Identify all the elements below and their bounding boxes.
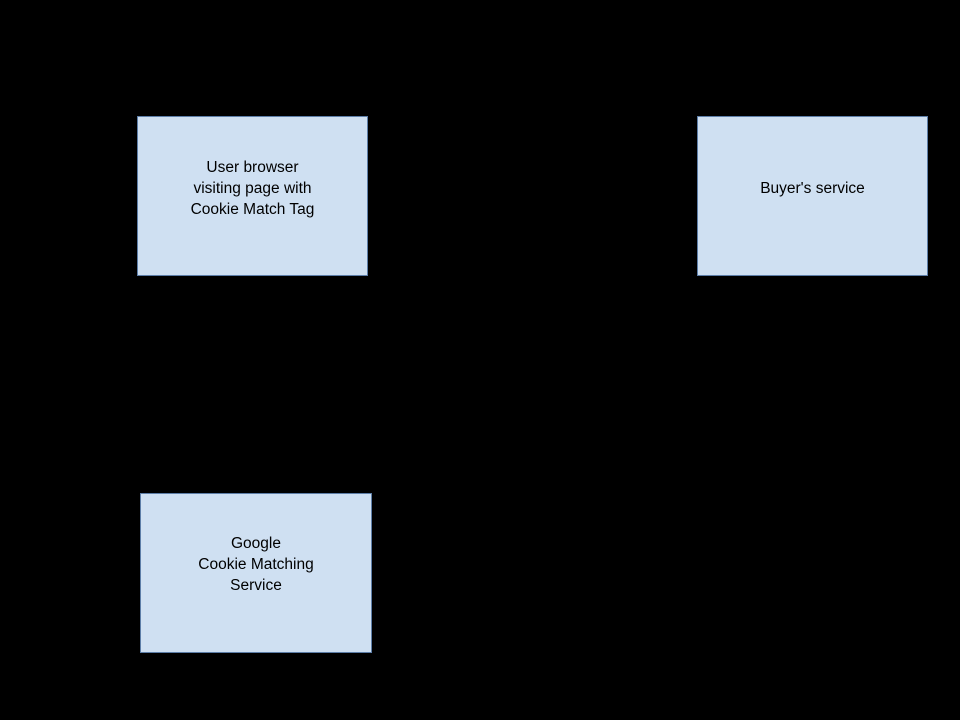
node-user-browser-label: User browser visiting page with Cookie M… bbox=[190, 158, 315, 218]
edge-buyers-service-to-google-cookie-matching bbox=[371, 276, 813, 577]
node-buyers-service[interactable]: Buyer's service bbox=[697, 116, 928, 276]
node-google-cookie-matching[interactable]: Google Cookie Matching Service bbox=[140, 493, 372, 653]
node-buyers-service-label: Buyer's service bbox=[760, 179, 865, 197]
edge-google-cookie-matching-to-user-browser bbox=[248, 275, 257, 494]
node-google-cookie-matching-label: Google Cookie Matching Service bbox=[198, 534, 314, 594]
node-user-browser[interactable]: User browser visiting page with Cookie M… bbox=[137, 116, 368, 276]
